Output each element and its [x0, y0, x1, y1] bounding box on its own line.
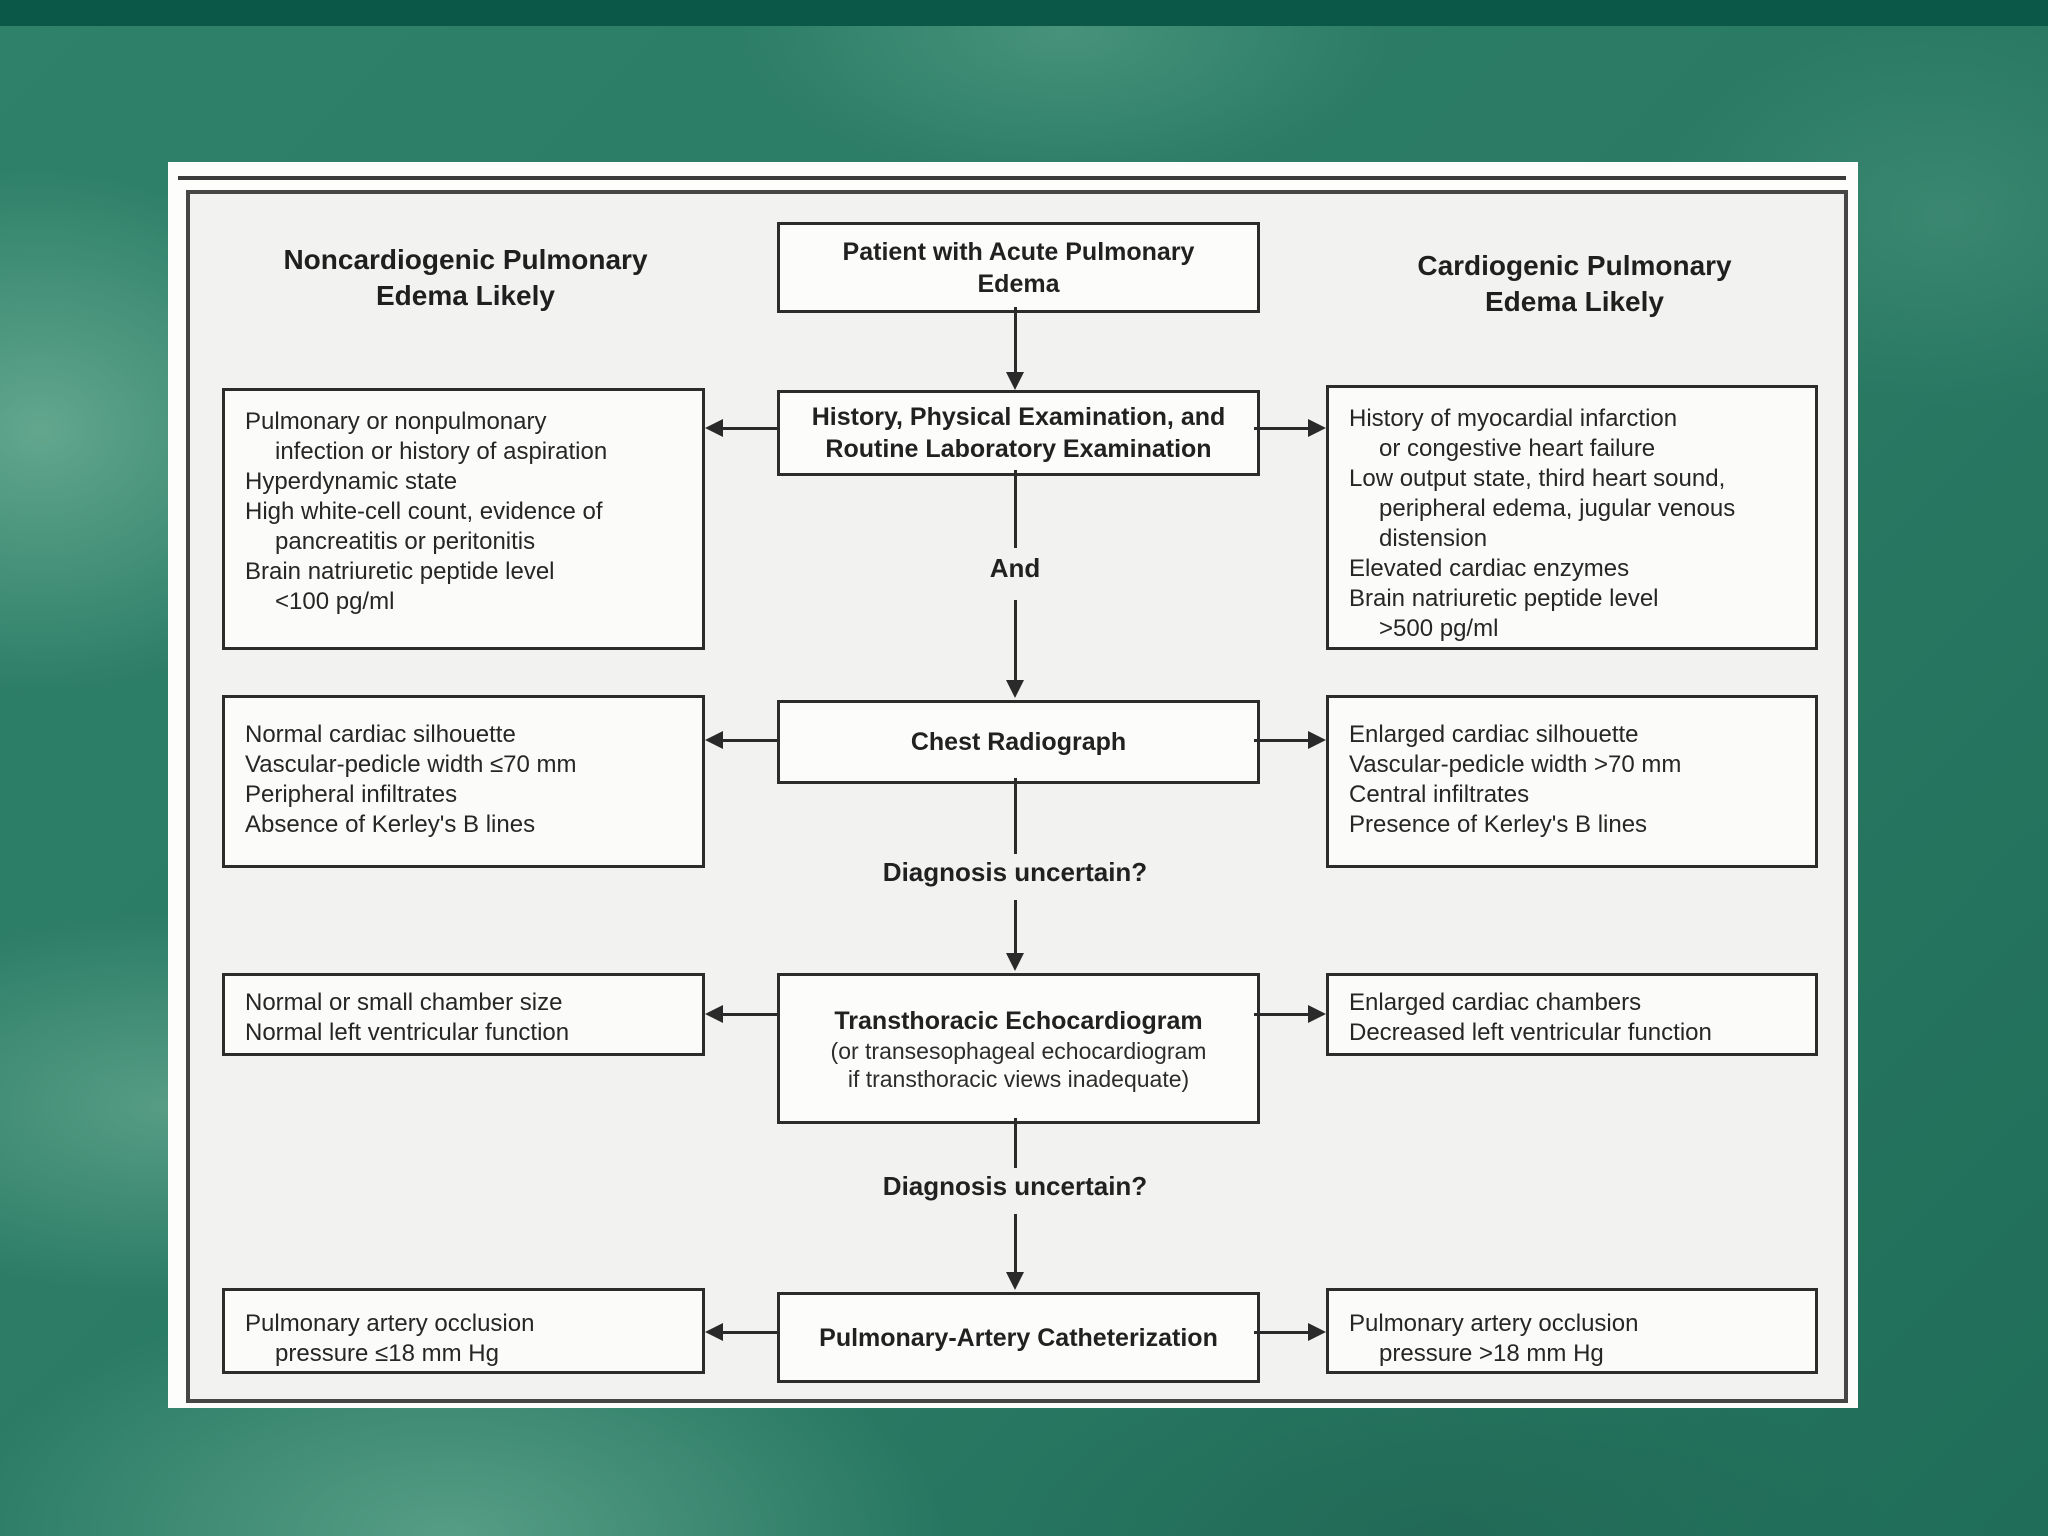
connector-radiograph-to-left [723, 739, 777, 742]
criteria-line: Normal cardiac silhouette [245, 721, 516, 748]
header-line: Edema Likely [1485, 286, 1664, 317]
diagnosis-uncertain-label-2: Diagnosis uncertain? [882, 1171, 1148, 1201]
chest-radiograph-box: Chest Radiograph [777, 700, 1260, 784]
criteria-line: Brain natriuretic peptide level [245, 558, 555, 585]
connector-label-to-echo [1014, 900, 1017, 955]
criteria-line: distension [1379, 525, 1488, 552]
arrowhead-right-icon [1308, 419, 1326, 437]
criteria-line: Enlarged cardiac silhouette [1349, 721, 1639, 748]
arrowhead-right-icon [1308, 731, 1326, 749]
connector-and-to-radiograph [1014, 600, 1017, 682]
patient-box: Patient with Acute Pulmonary Edema [777, 222, 1260, 313]
header-line: Cardiogenic Pulmonary [1417, 250, 1732, 281]
box-title-line: History, Physical Examination, and [811, 403, 1226, 431]
top-border-strip [0, 0, 2048, 26]
noncardiogenic-header: Noncardiogenic Pulmonary Edema Likely [238, 242, 693, 314]
arrowhead-right-icon [1308, 1323, 1326, 1341]
echo-subtitle-line: (or transesophageal echocardiogram [830, 1037, 1207, 1064]
criteria-line: Central infiltrates [1349, 781, 1530, 808]
criteria-line: pressure ≤18 mm Hg [275, 1340, 499, 1367]
criteria-line: Normal left ventricular function [245, 1019, 570, 1046]
criteria-line: peripheral edema, jugular venous [1379, 495, 1736, 522]
criteria-line: Pulmonary artery occlusion [1349, 1310, 1639, 1337]
echo-subtitle-line: if transthoracic views inadequate) [847, 1065, 1190, 1092]
noncardiogenic-echo-criteria-box: Normal or small chamber size Normal left… [222, 973, 705, 1056]
cardiogenic-header: Cardiogenic Pulmonary Edema Likely [1352, 248, 1797, 320]
box-title-line: Chest Radiograph [910, 728, 1127, 756]
connector-history-to-right [1254, 427, 1308, 430]
connector-history-to-left [723, 427, 777, 430]
connector-echo-to-left [723, 1013, 777, 1016]
and-label: And [989, 553, 1041, 583]
criteria-line: Peripheral infiltrates [245, 781, 458, 808]
arrowhead-left-icon [705, 1323, 723, 1341]
box-title-line: Pulmonary-Artery Catheterization [819, 1323, 1218, 1352]
noncardiogenic-clinical-criteria-box: Pulmonary or nonpulmonary infection or h… [222, 388, 705, 650]
header-line: Noncardiogenic Pulmonary [283, 244, 648, 275]
arrowhead-left-icon [705, 1005, 723, 1023]
criteria-line: Vascular-pedicle width ≤70 mm [245, 751, 577, 778]
cardiogenic-echo-criteria-box: Enlarged cardiac chambers Decreased left… [1326, 973, 1818, 1056]
criteria-line: Absence of Kerley's B lines [245, 811, 536, 838]
criteria-line: pancreatitis or peritonitis [275, 528, 536, 555]
connector-catheter-to-right [1254, 1331, 1308, 1334]
criteria-line: Pulmonary artery occlusion [245, 1310, 535, 1337]
connector-radiograph-to-right [1254, 739, 1308, 742]
arrowhead-right-icon [1308, 1005, 1326, 1023]
connector-catheter-to-left [723, 1331, 777, 1334]
noncardiogenic-catheter-criteria-box: Pulmonary artery occlusion pressure ≤18 … [222, 1288, 705, 1374]
arrowhead-left-icon [705, 731, 723, 749]
criteria-line: >500 pg/ml [1379, 615, 1499, 642]
criteria-line: High white-cell count, evidence of [245, 498, 603, 525]
criteria-line: Brain natriuretic peptide level [1349, 585, 1659, 612]
criteria-line: <100 pg/ml [275, 588, 395, 615]
criteria-line: Vascular-pedicle width >70 mm [1349, 751, 1682, 778]
criteria-line: Hyperdynamic state [245, 468, 458, 495]
criteria-line: infection or history of aspiration [275, 438, 608, 465]
criteria-line: Normal or small chamber size [245, 989, 563, 1016]
criteria-line: Decreased left ventricular function [1349, 1019, 1712, 1046]
box-title-line: Edema [977, 269, 1060, 298]
arrowhead-down-icon [1006, 680, 1024, 698]
diagnosis-uncertain-label-1: Diagnosis uncertain? [882, 857, 1148, 887]
arrowhead-down-icon [1006, 953, 1024, 971]
connector-echo-to-right [1254, 1013, 1308, 1016]
pulmonary-artery-catheterization-box: Pulmonary-Artery Catheterization [777, 1292, 1260, 1383]
criteria-line: Enlarged cardiac chambers [1349, 989, 1642, 1016]
echocardiogram-box: Transthoracic Echocardiogram (or transes… [777, 973, 1260, 1124]
header-line: Edema Likely [376, 280, 555, 311]
arrowhead-down-icon [1006, 372, 1024, 390]
criteria-line: Elevated cardiac enzymes [1349, 555, 1630, 582]
noncardiogenic-radiograph-criteria-box: Normal cardiac silhouette Vascular-pedic… [222, 695, 705, 868]
connector-label-to-catheterization [1014, 1214, 1017, 1274]
cardiogenic-clinical-criteria-box: History of myocardial infarction or cong… [1326, 385, 1818, 650]
criteria-line: Low output state, third heart sound, [1349, 465, 1726, 492]
cardiogenic-radiograph-criteria-box: Enlarged cardiac silhouette Vascular-ped… [1326, 695, 1818, 868]
criteria-line: or congestive heart failure [1379, 435, 1656, 462]
connector-patient-to-history [1014, 307, 1017, 374]
criteria-line: pressure >18 mm Hg [1379, 1340, 1604, 1367]
criteria-line: Presence of Kerley's B lines [1349, 811, 1648, 838]
history-exam-box: History, Physical Examination, and Routi… [777, 390, 1260, 476]
connector-echo-to-label [1014, 1118, 1017, 1168]
connector-history-to-and [1014, 470, 1017, 548]
connector-radiograph-to-label [1014, 778, 1017, 854]
box-title-line: Patient with Acute Pulmonary [842, 237, 1195, 266]
criteria-line: History of myocardial infarction [1349, 405, 1678, 432]
top-rule-line [178, 176, 1846, 180]
arrowhead-left-icon [705, 419, 723, 437]
arrowhead-down-icon [1006, 1272, 1024, 1290]
cardiogenic-catheter-criteria-box: Pulmonary artery occlusion pressure >18 … [1326, 1288, 1818, 1374]
box-title-line: Transthoracic Echocardiogram [834, 1006, 1203, 1035]
criteria-line: Pulmonary or nonpulmonary [245, 408, 547, 435]
box-title-line: Routine Laboratory Examination [825, 435, 1212, 463]
